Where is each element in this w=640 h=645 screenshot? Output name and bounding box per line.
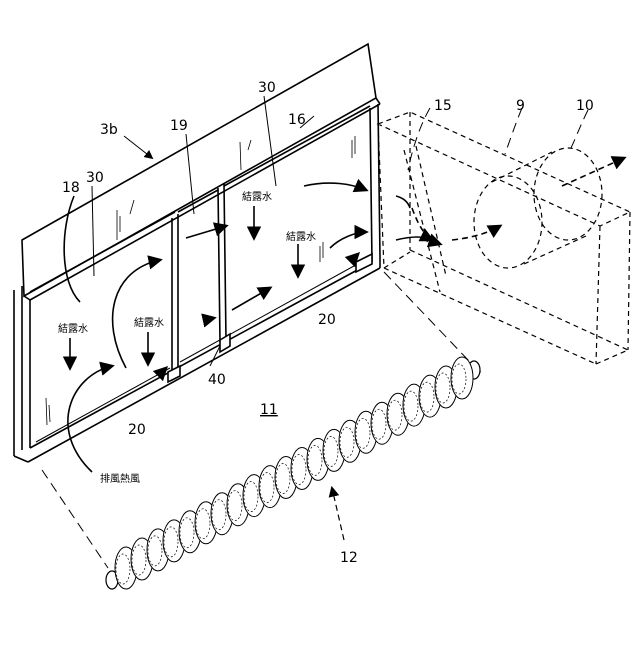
roller-disc: [451, 357, 473, 399]
exhaust-hot-air-label: 排風熱風: [100, 472, 140, 485]
label-19: 19: [170, 118, 188, 134]
duct-flow-arrows: [412, 158, 624, 244]
fan-circle: [474, 148, 602, 268]
label-40: 40: [208, 372, 226, 388]
label-30-left: 30: [86, 170, 104, 186]
label-12: 12: [340, 550, 358, 566]
leader-lines: [42, 108, 588, 568]
label-3b: 3b: [100, 122, 118, 138]
label-18: 18: [62, 180, 80, 196]
condensate-label-4: 結露水: [286, 230, 316, 243]
condensate-label-2: 結露水: [134, 316, 164, 329]
label-9: 9: [516, 98, 525, 114]
annotation-labels: 結露水 結露水 結露水 結露水 排風熱風: [58, 190, 316, 485]
condensate-label-1: 結露水: [58, 322, 88, 335]
label-11: 11: [260, 402, 278, 418]
label-15: 15: [434, 98, 452, 114]
condensate-label-3: 結露水: [242, 190, 272, 203]
roller-discs: [115, 357, 473, 589]
label-16: 16: [288, 112, 306, 128]
duct-box: [378, 112, 630, 364]
label-30-right: 30: [258, 80, 276, 96]
label-20-right: 20: [318, 312, 336, 328]
label-20-left: 20: [128, 422, 146, 438]
label-10: 10: [576, 98, 594, 114]
partitions: [30, 106, 372, 382]
label-leaders: [92, 96, 314, 366]
top-plate: [22, 44, 380, 300]
roller-pointer: [332, 488, 344, 540]
